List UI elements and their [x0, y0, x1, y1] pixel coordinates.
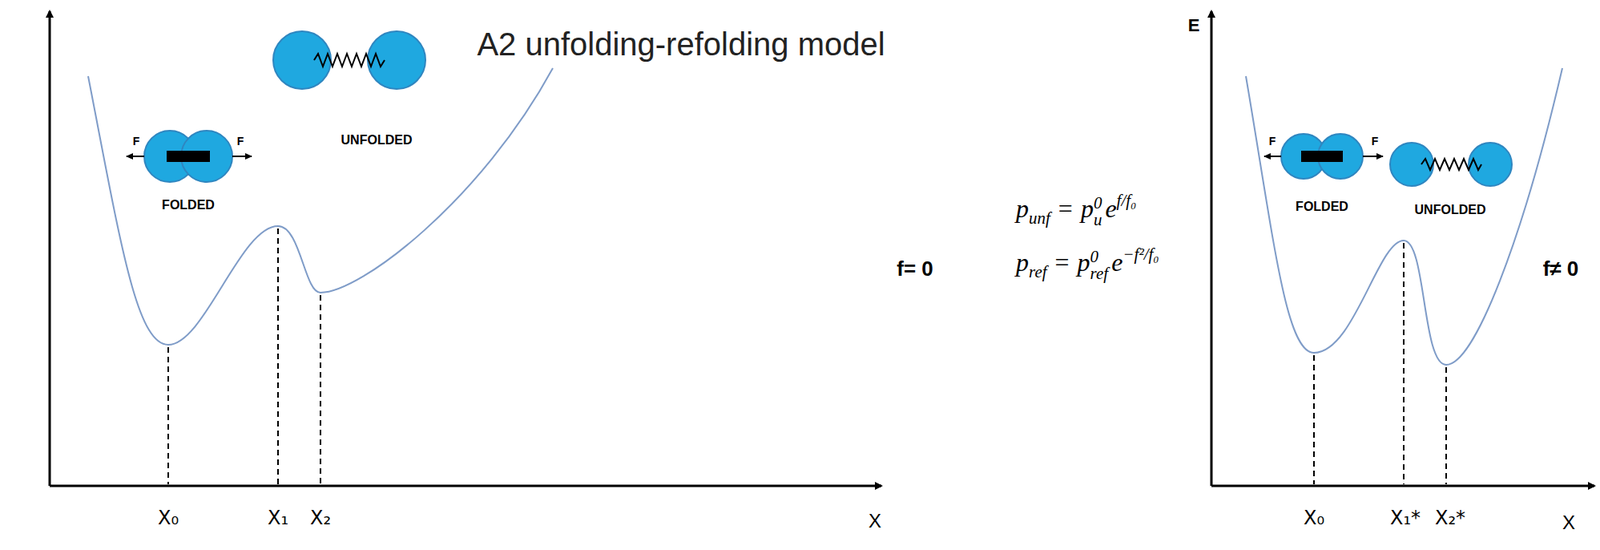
state-label: UNFOLDED — [341, 132, 413, 148]
axis-label: X — [868, 510, 882, 532]
formula-index: u — [1093, 211, 1103, 229]
formula-index: ref — [1090, 265, 1109, 283]
axis-tick-label: X₀ — [1303, 507, 1325, 528]
axis-tick-label: X₂ — [310, 507, 331, 528]
unfolded-molecule — [273, 31, 426, 89]
force-label: F — [237, 135, 245, 148]
dashed-guides — [168, 228, 321, 484]
folded-molecule — [126, 130, 252, 182]
force-label: F — [1269, 135, 1277, 148]
formula-part: = — [1055, 247, 1070, 277]
y-axis — [1210, 11, 1214, 486]
force-condition: f≠ 0 — [1543, 257, 1580, 281]
index-stack: 0ref — [1090, 248, 1109, 283]
state-label: FOLDED — [1295, 199, 1349, 214]
axis-tick-label: X₁* — [1390, 507, 1421, 528]
y-axis — [48, 11, 52, 486]
formula-part: unf — [1028, 208, 1051, 228]
formula-part: p — [1077, 247, 1091, 277]
energy-curve — [88, 68, 553, 345]
formula-part: −f²/f₀ — [1122, 244, 1159, 264]
dashed-guides — [1313, 242, 1447, 484]
axis-tick-label: X₀ — [157, 507, 179, 528]
index-stack: 0u — [1093, 194, 1103, 229]
axis-tick-label: X₂* — [1434, 507, 1466, 528]
force-label: F — [1371, 135, 1379, 148]
axis-label: E — [1188, 16, 1201, 36]
formula-part: p — [1015, 247, 1029, 277]
axis-label: X — [1562, 511, 1576, 533]
formula: punf=p0uef/f₀ — [1015, 190, 1137, 229]
force-label: F — [132, 135, 141, 148]
force-condition: f= 0 — [896, 257, 934, 281]
formula: pref=p0refe−f²/f₀ — [1015, 244, 1160, 283]
state-label: UNFOLDED — [1414, 202, 1487, 218]
formula-part: ref — [1028, 261, 1048, 282]
formula-part: p — [1015, 193, 1029, 223]
x-axis — [1211, 484, 1595, 488]
unfolded-molecule — [1390, 142, 1512, 186]
x-axis — [49, 484, 882, 488]
formula-part: e — [1104, 193, 1117, 223]
title: A2 unfolding-refolding model — [476, 26, 885, 62]
formula-part: e — [1111, 247, 1123, 277]
formula-index: 0 — [1090, 248, 1109, 266]
formula-index: 0 — [1093, 194, 1103, 212]
state-label: FOLDED — [161, 197, 215, 213]
formula-part: = — [1058, 193, 1073, 223]
formula-part: f/f₀ — [1116, 190, 1137, 210]
folded-molecule — [1264, 133, 1383, 179]
axis-tick-label: X₁ — [267, 507, 289, 528]
formula-part: p — [1080, 193, 1094, 223]
